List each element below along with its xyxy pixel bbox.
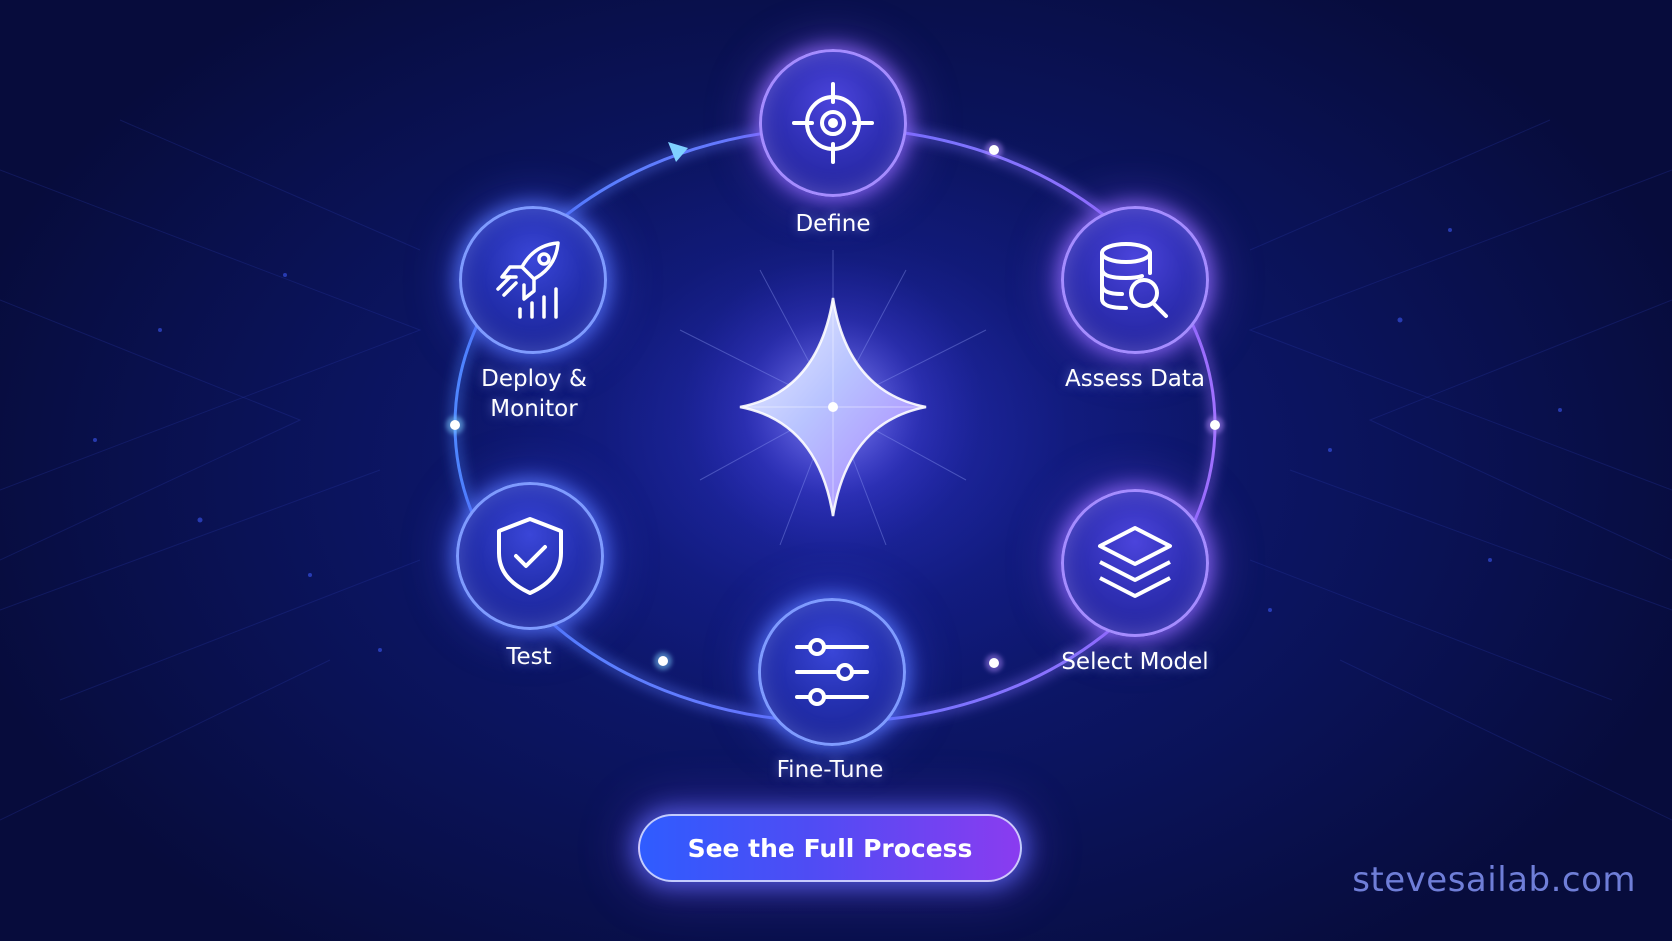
see-full-process-button[interactable]: See the Full Process [638,814,1022,882]
shield-check-icon [497,517,563,595]
step-define-label: Define [795,211,871,237]
rocket-chart-icon [496,241,560,319]
step-select-model-label: Select Model [1061,649,1209,675]
layers-icon [1098,526,1172,598]
step-fine-tune-label: Fine-Tune [776,757,884,783]
step-assess-data-label: Assess Data [1064,366,1206,392]
step-deploy-monitor-label: Deploy & Monitor [481,366,587,422]
step-test-label: Test [506,644,552,670]
watermark-text: stevesailab.com [1352,860,1636,900]
target-icon [792,82,874,164]
background-grid [0,119,1672,821]
four-point-star-icon [679,250,987,557]
step-define-node[interactable] [759,49,907,197]
step-select-model-node[interactable] [1061,489,1209,637]
sliders-icon [795,638,869,706]
direction-arrow-icon [668,142,688,162]
step-fine-tune-node[interactable] [758,598,906,746]
step-test-node[interactable] [456,482,604,630]
ring-dots [446,141,1224,672]
background-dots [93,228,1562,652]
step-assess-data-node[interactable] [1061,206,1209,354]
step-deploy-monitor-node[interactable] [459,206,607,354]
database-search-icon [1100,242,1168,318]
